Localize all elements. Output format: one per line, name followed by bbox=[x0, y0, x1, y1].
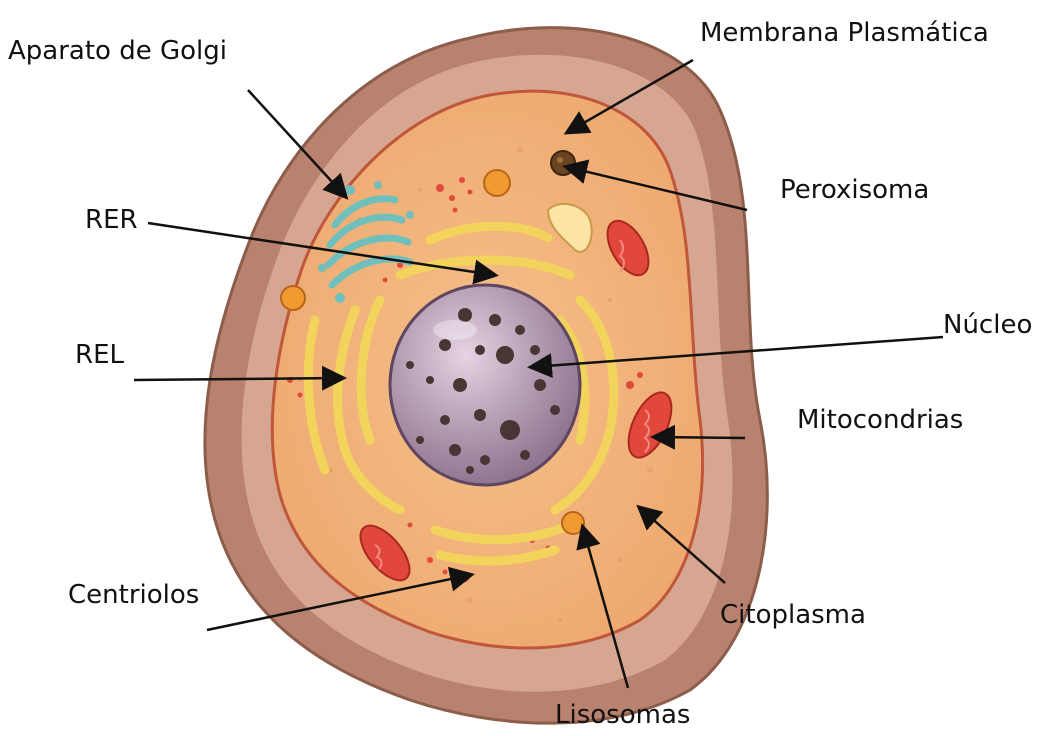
label-nucleo: Núcleo bbox=[943, 310, 1032, 340]
label-membrana: Membrana Plasmática bbox=[700, 18, 989, 48]
label-peroxisoma: Peroxisoma bbox=[780, 175, 929, 205]
label-centriolos: Centriolos bbox=[68, 580, 199, 610]
peroxisome bbox=[551, 151, 575, 175]
label-mitocondrias: Mitocondrias bbox=[797, 405, 963, 435]
label-citoplasma: Citoplasma bbox=[720, 600, 866, 630]
label-lisosomas: Lisosomas bbox=[555, 700, 690, 730]
label-rel: REL bbox=[75, 340, 124, 370]
label-rer: RER bbox=[85, 205, 138, 235]
label-golgi: Aparato de Golgi bbox=[8, 36, 227, 66]
arrow-mitocondrias bbox=[655, 437, 745, 438]
nucleus bbox=[390, 285, 580, 485]
